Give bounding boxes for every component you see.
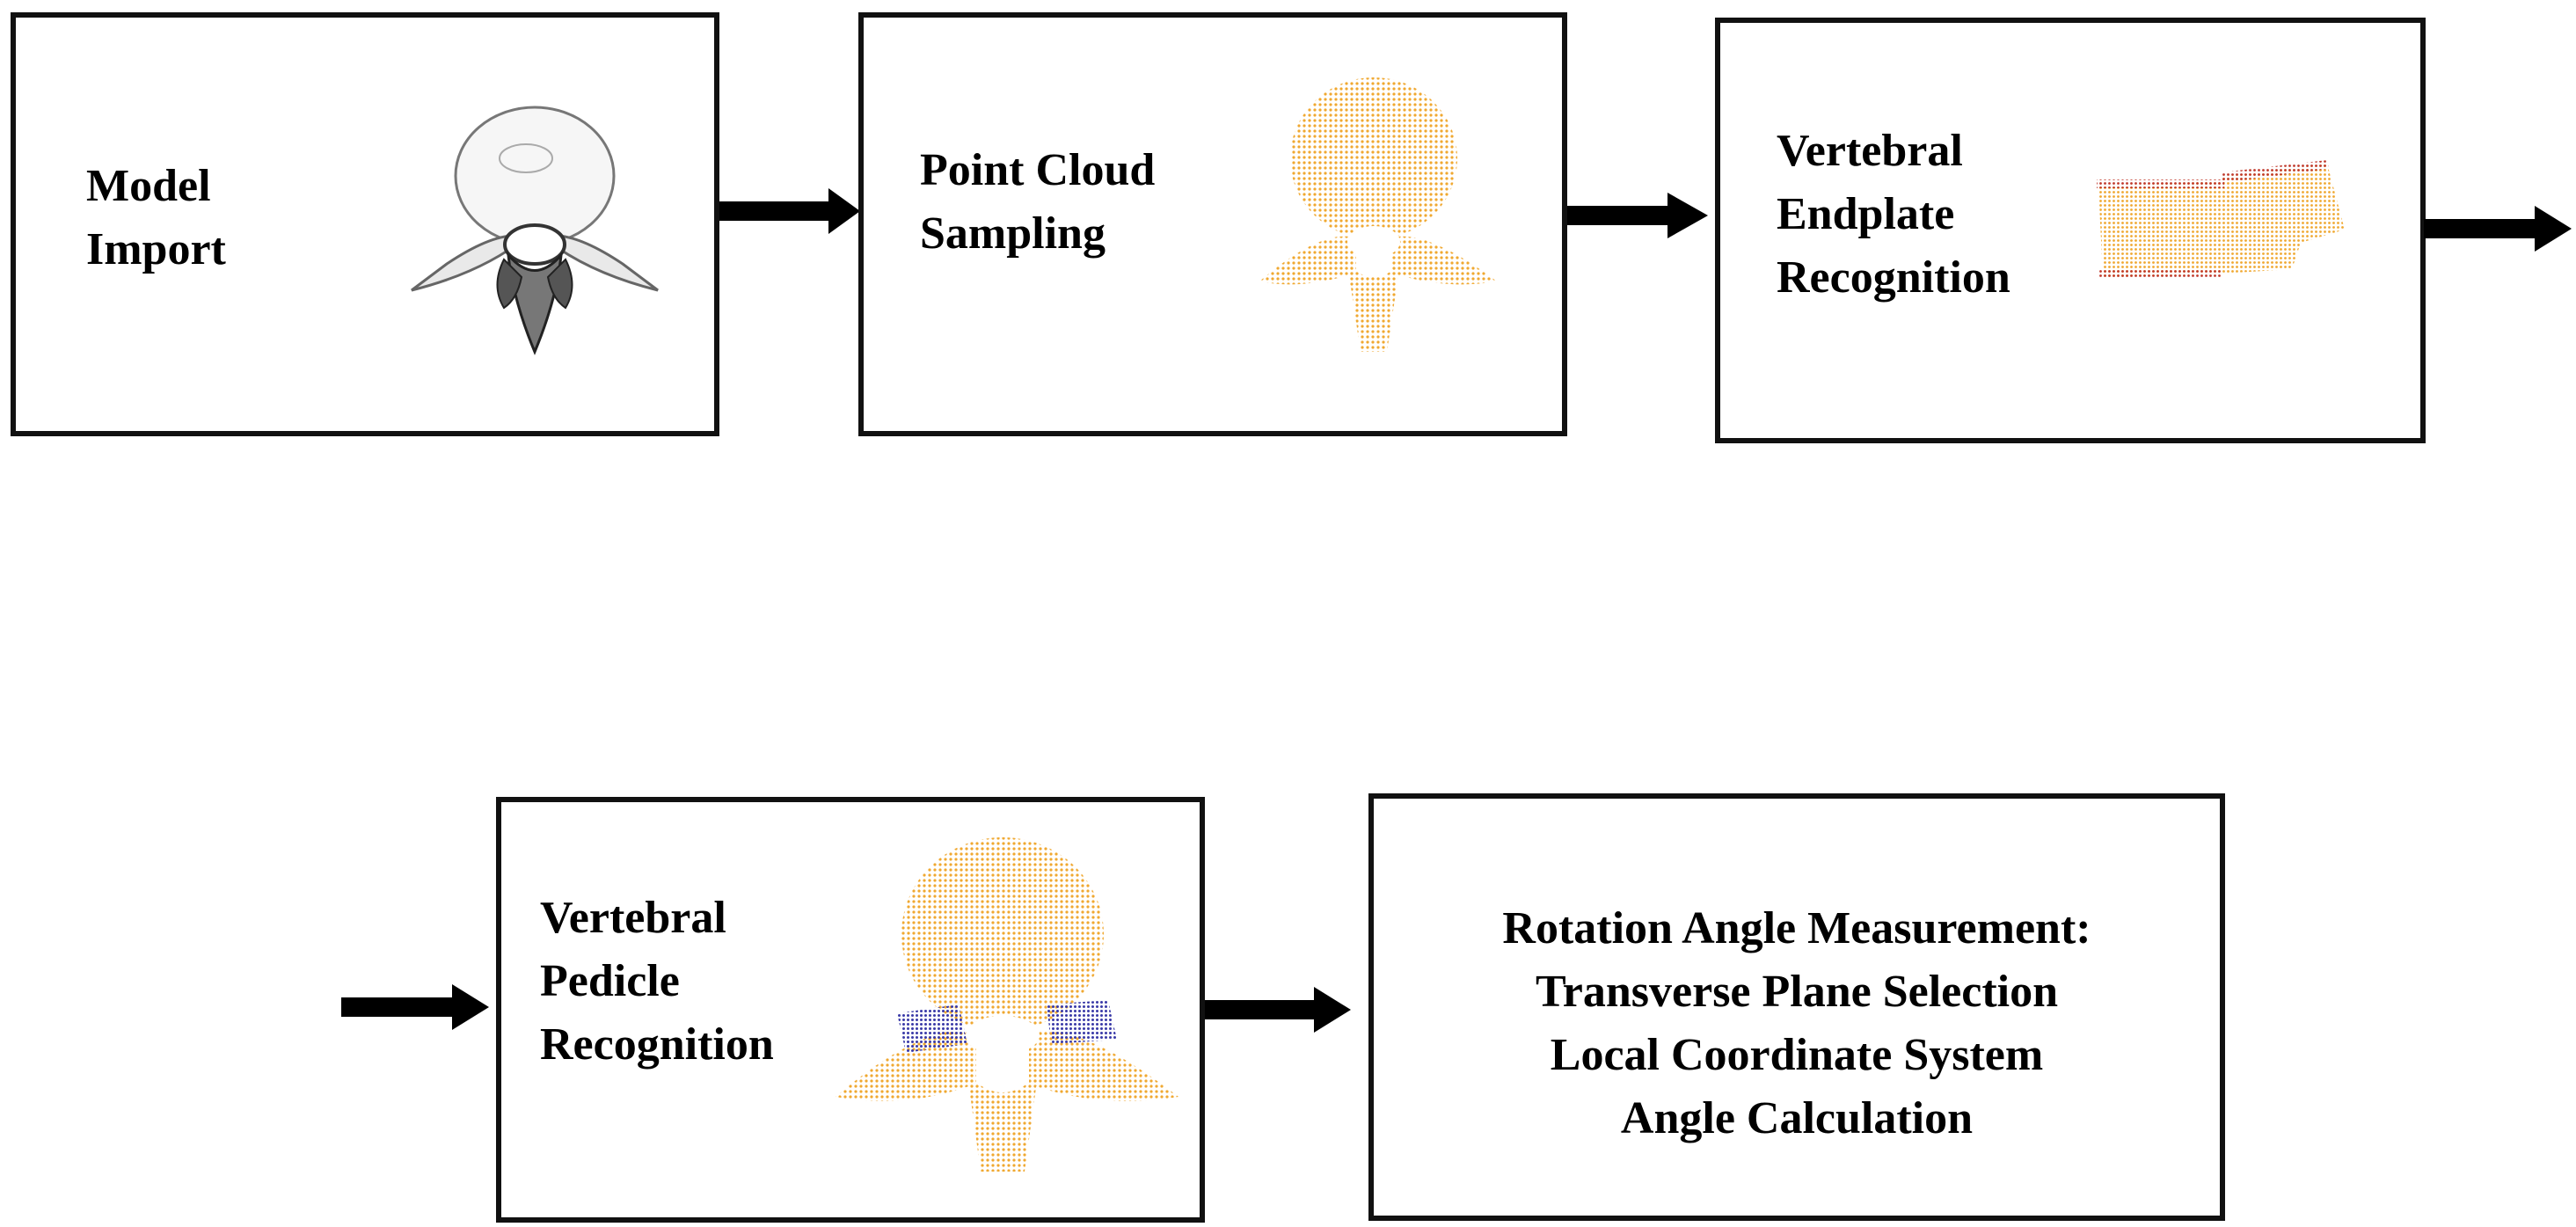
vertebra-mesh-icon bbox=[411, 106, 659, 355]
step-vertebral-pedicle-recognition: Vertebral Pedicle Recognition bbox=[496, 797, 1205, 1223]
label-line: Vertebral bbox=[540, 893, 726, 943]
step-model-import-label: Model Import bbox=[86, 155, 226, 281]
step-vertebral-endplate-recognition-label: Vertebral Endplate Recognition bbox=[1777, 120, 2010, 310]
arrow-2 bbox=[1567, 193, 1708, 238]
label-line: Point Cloud bbox=[920, 145, 1156, 195]
label-line: Local Coordinate System bbox=[1550, 1030, 2044, 1080]
arrow-3 bbox=[2424, 206, 2572, 252]
label-line: Model bbox=[86, 161, 211, 211]
step-model-import: Model Import bbox=[11, 12, 719, 436]
step-rotation-angle-measurement-label: Rotation Angle Measurement: Transverse P… bbox=[1374, 897, 2220, 1150]
pedicle-point-cloud-icon bbox=[836, 837, 1179, 1172]
step-vertebral-endplate-recognition: Vertebral Endplate Recognition bbox=[1715, 18, 2426, 443]
label-line: Transverse Plane Selection bbox=[1535, 967, 2059, 1017]
arrow-1 bbox=[719, 188, 860, 234]
endplate-point-cloud-icon bbox=[2097, 160, 2345, 278]
label-line: Angle Calculation bbox=[1620, 1093, 1974, 1143]
label-line: Import bbox=[86, 224, 226, 274]
label-line: Endplate bbox=[1777, 189, 1955, 239]
label-line: Recognition bbox=[1777, 252, 2010, 303]
step-rotation-angle-measurement: Rotation Angle Measurement: Transverse P… bbox=[1368, 793, 2225, 1221]
step-point-cloud-sampling-label: Point Cloud Sampling bbox=[920, 139, 1155, 266]
label-line: Rotation Angle Measurement: bbox=[1502, 903, 2091, 953]
step-vertebral-pedicle-recognition-label: Vertebral Pedicle Recognition bbox=[540, 887, 774, 1077]
label-line: Vertebral bbox=[1777, 126, 1963, 176]
step-point-cloud-sampling: Point Cloud Sampling bbox=[858, 12, 1567, 436]
arrow-4 bbox=[341, 984, 489, 1030]
arrow-5 bbox=[1205, 987, 1351, 1033]
label-line: Recognition bbox=[540, 1019, 774, 1070]
vertebra-point-cloud-icon bbox=[1259, 77, 1497, 352]
label-line: Pedicle bbox=[540, 956, 680, 1006]
label-line: Sampling bbox=[920, 208, 1106, 259]
